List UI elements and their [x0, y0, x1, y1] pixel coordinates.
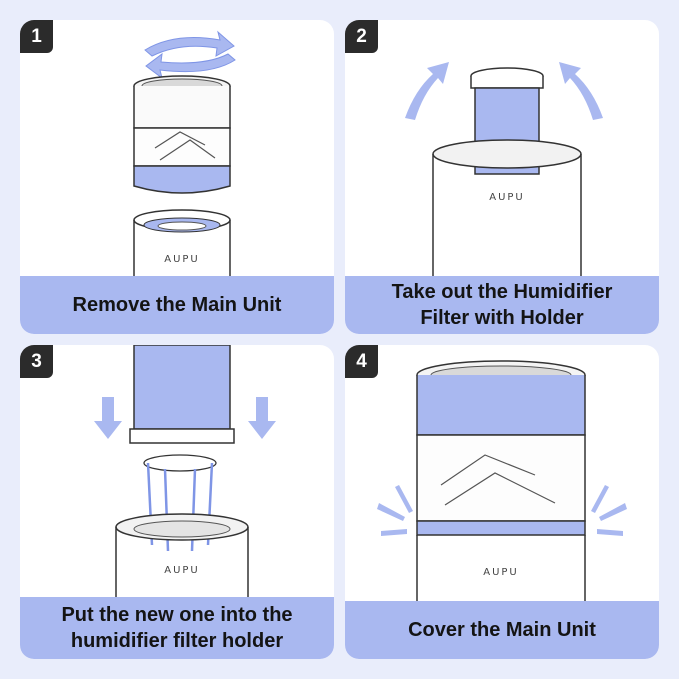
step-4-panel: 4 AUPU Cover the Main Unit — [345, 345, 659, 659]
step-1-illustration: AUPU — [133, 30, 236, 276]
step-1-badge: 1 — [20, 20, 53, 53]
step-3-caption: Put the new one into the humidifier filt… — [61, 604, 293, 652]
down-arrow-icon — [94, 397, 276, 439]
burst-lines-icon — [377, 485, 627, 536]
step-2-caption: Take out the Humidifier Filter with Hold… — [391, 281, 613, 329]
step-2-badge: 2 — [345, 20, 378, 53]
step-2-panel: 2 AUPU Take out the Humidifier Filter wi… — [345, 20, 659, 334]
step-1-caption-bar: Remove the Main Unit — [20, 276, 334, 334]
brand-label: AUPU — [164, 565, 200, 576]
filter-holder — [143, 454, 217, 552]
step-3-badge: 3 — [20, 345, 53, 378]
step-4-illustration: AUPU — [377, 360, 627, 601]
up-arrow-icon — [405, 62, 603, 120]
brand-label: AUPU — [483, 567, 519, 578]
step-4-caption-bar: Cover the Main Unit — [345, 601, 659, 659]
step-4-caption: Cover the Main Unit — [408, 619, 596, 641]
rotate-arrow-icon — [144, 30, 236, 80]
step-2-illustration: AUPU — [405, 62, 603, 276]
assembled-unit: AUPU — [416, 360, 586, 601]
step-3-caption-bar: Put the new one into the humidifier filt… — [20, 597, 334, 659]
main-unit — [133, 75, 231, 194]
brand-label: AUPU — [489, 192, 525, 203]
step-3-panel: 3 AUPU Put the new one into the humidifi… — [20, 345, 334, 659]
base-unit: AUPU — [133, 209, 231, 276]
step-1-caption: Remove the Main Unit — [72, 294, 282, 316]
step-4-badge: 4 — [345, 345, 378, 378]
new-filter — [129, 345, 235, 444]
brand-label: AUPU — [164, 254, 200, 265]
base-unit: AUPU — [115, 513, 249, 601]
base-unit: AUPU — [432, 139, 582, 276]
step-3-illustration: AUPU — [94, 345, 276, 601]
step-1-panel: 1 AUPU Remove the Main Unit — [20, 20, 334, 334]
step-2-caption-bar: Take out the Humidifier Filter with Hold… — [345, 276, 659, 334]
